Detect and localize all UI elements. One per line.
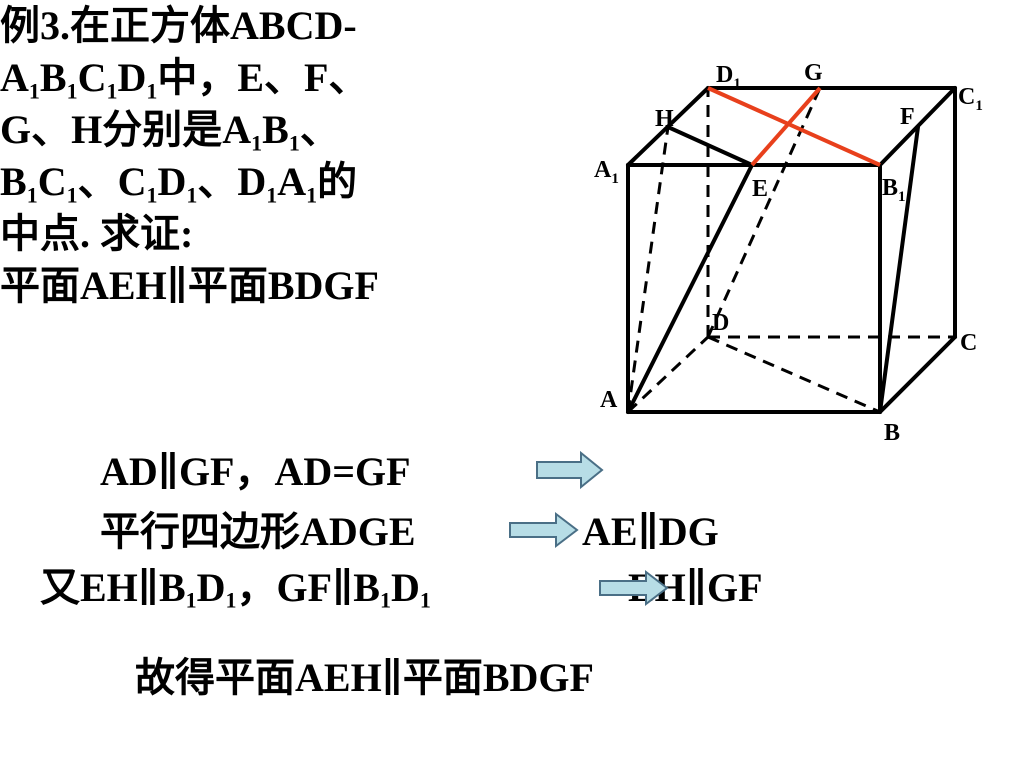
- proof-line-2-right: AE∥DG: [582, 509, 719, 554]
- label-d: D: [712, 310, 729, 336]
- problem-line: B1C1、C1D1、D1A1的: [0, 159, 358, 208]
- segment-g-e: [750, 86, 822, 167]
- edge-b-c: [878, 335, 957, 414]
- label-d1: D1: [716, 62, 741, 92]
- segment-a-h: [626, 126, 670, 413]
- problem-line: G、H分别是A1B1、: [0, 107, 340, 156]
- label-c1: C1: [958, 84, 983, 114]
- label-h: H: [655, 106, 674, 132]
- label-a1: A1: [594, 157, 619, 187]
- label-a: A: [600, 387, 618, 413]
- segment-d1-b1: [707, 86, 881, 167]
- segment-b-f: [878, 125, 920, 414]
- problem-line: 例3.在正方体ABCD-: [0, 3, 357, 48]
- label-f: F: [900, 104, 915, 130]
- implies-arrow-icon: [509, 511, 579, 549]
- segment-d-b: [707, 335, 881, 414]
- label-c: C: [960, 330, 977, 356]
- problem-statement: 例3.在正方体ABCD- A1B1C1D1中，E、F、G、H分别是A1B1、B1C…: [0, 0, 500, 312]
- problem-line: 平面AEH∥平面BDGF: [0, 263, 379, 308]
- segment-d-g: [706, 87, 822, 338]
- problem-line: 中点. 求证:: [0, 211, 194, 256]
- segment-a-e: [626, 163, 754, 414]
- edge-a-d: [626, 335, 710, 414]
- conclusion: 故得平面AEH∥平面BDGF: [135, 655, 594, 700]
- problem-line: A1B1C1D1中，E、F、: [0, 55, 369, 104]
- label-g: G: [804, 60, 823, 86]
- proof-line-1: AD∥GF，AD=GF: [100, 449, 411, 494]
- implies-arrow-icon: [536, 450, 604, 490]
- implies-arrow-icon: [599, 569, 669, 607]
- label-b1: B1: [882, 175, 906, 205]
- segment-h-e: [666, 125, 754, 167]
- label-b: B: [884, 420, 900, 446]
- proof-line-2-left: 平行四边形ADGE: [100, 509, 416, 554]
- label-e: E: [752, 176, 768, 202]
- proof-line-3-left: 又EH∥B1D1，GF∥B1D1: [40, 565, 431, 613]
